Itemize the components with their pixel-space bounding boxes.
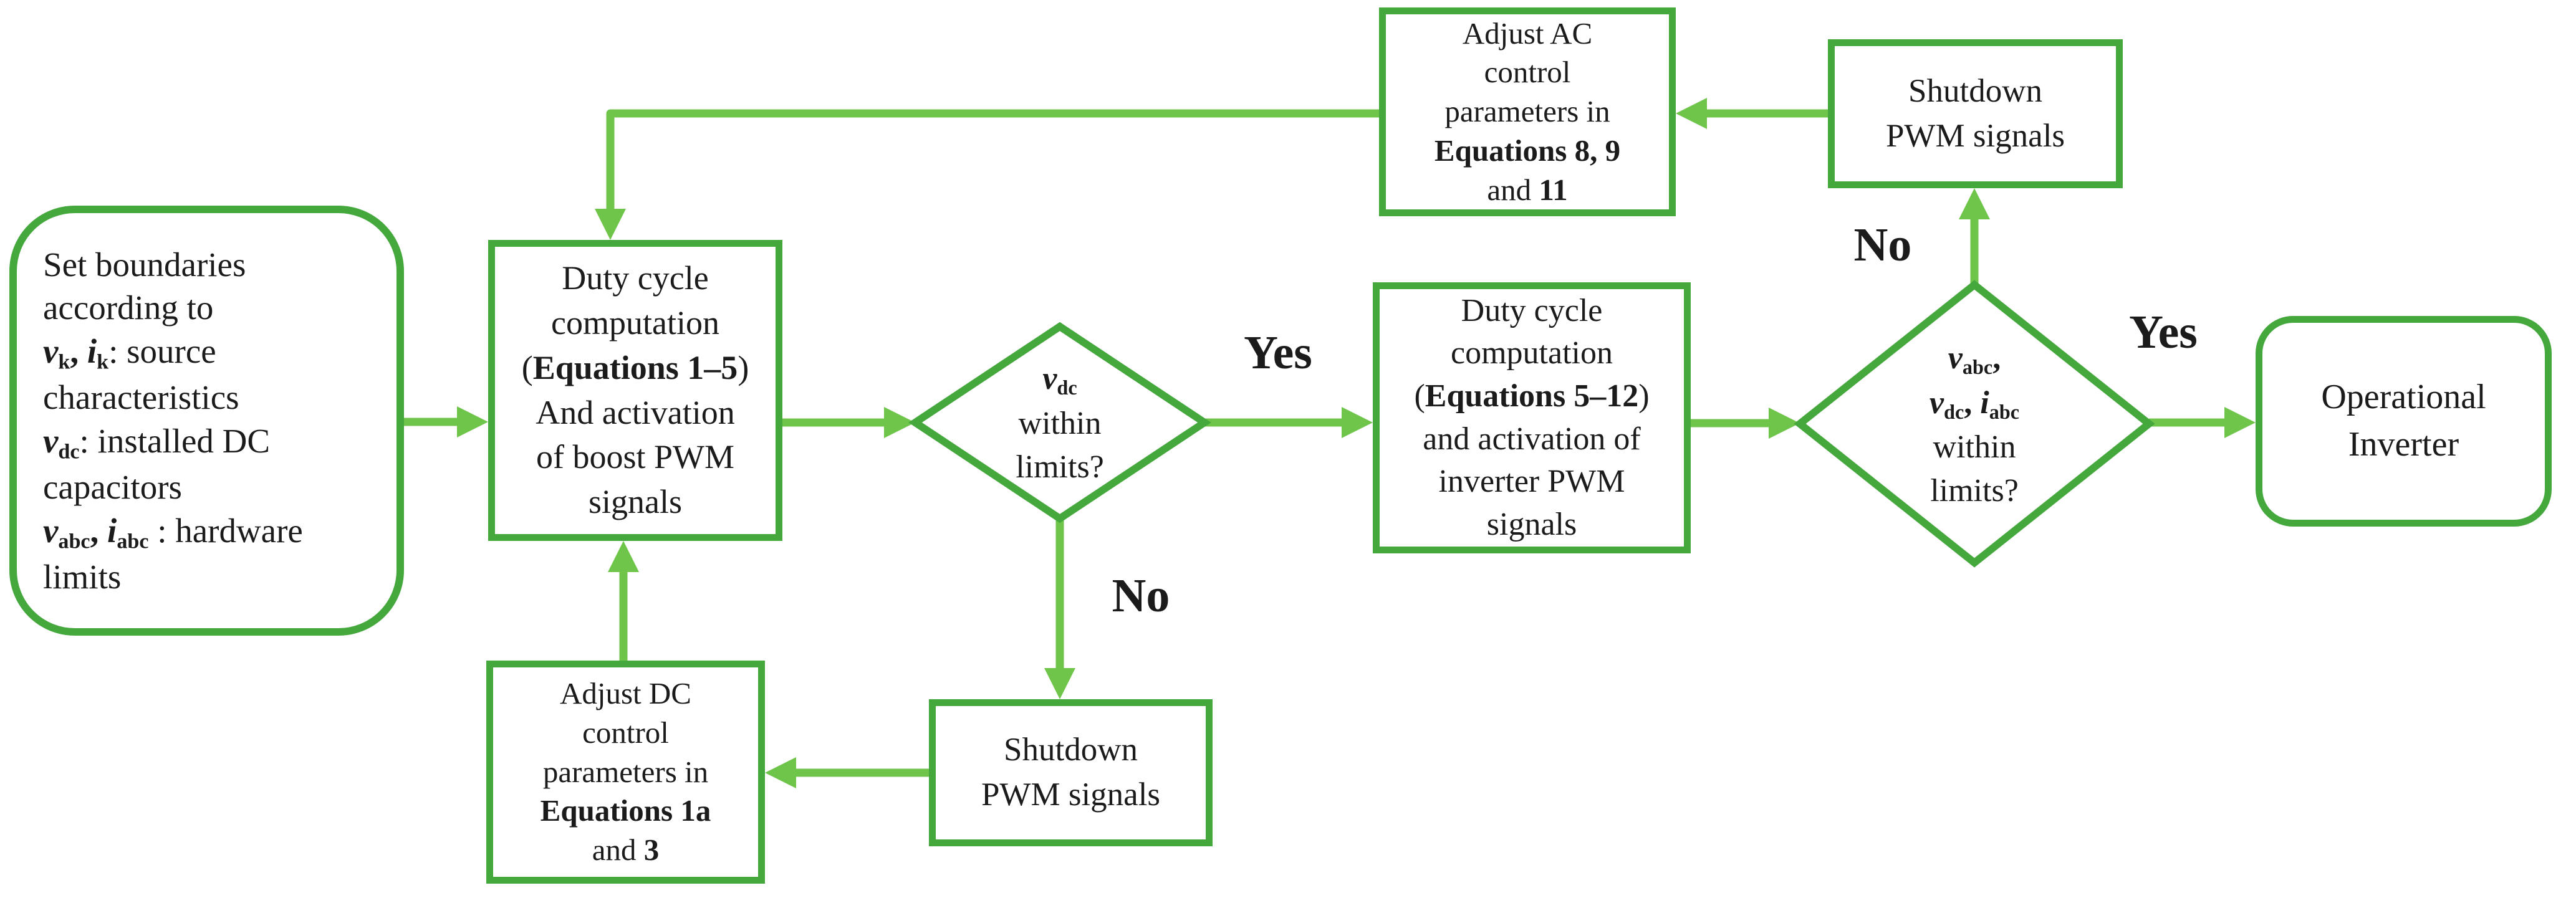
yes-label-vdc: Yes bbox=[1244, 327, 1312, 379]
arrow-right-icon bbox=[1342, 407, 1373, 438]
no-label-vdc: No bbox=[1112, 570, 1170, 622]
vdc-decision-diamond bbox=[908, 322, 1211, 523]
arrow-up-icon bbox=[1959, 188, 1990, 219]
arrow-right-icon bbox=[1769, 408, 1800, 439]
arrow-right-icon bbox=[457, 406, 488, 437]
arrow-left-icon bbox=[765, 757, 796, 788]
abc-decision-diamond bbox=[1794, 280, 2155, 568]
arrow-down-icon bbox=[1044, 668, 1075, 699]
no-label-abc: No bbox=[1853, 219, 1912, 271]
arrow-right-icon bbox=[884, 407, 915, 438]
arrow-left-icon bbox=[1676, 98, 1707, 129]
arrow-up-icon bbox=[608, 541, 639, 572]
yes-label-abc: Yes bbox=[2129, 306, 2198, 358]
arrow-down-icon bbox=[595, 209, 626, 240]
connector-adjust-ac-to-boost bbox=[606, 109, 1379, 212]
arrow-right-icon bbox=[2224, 407, 2256, 438]
